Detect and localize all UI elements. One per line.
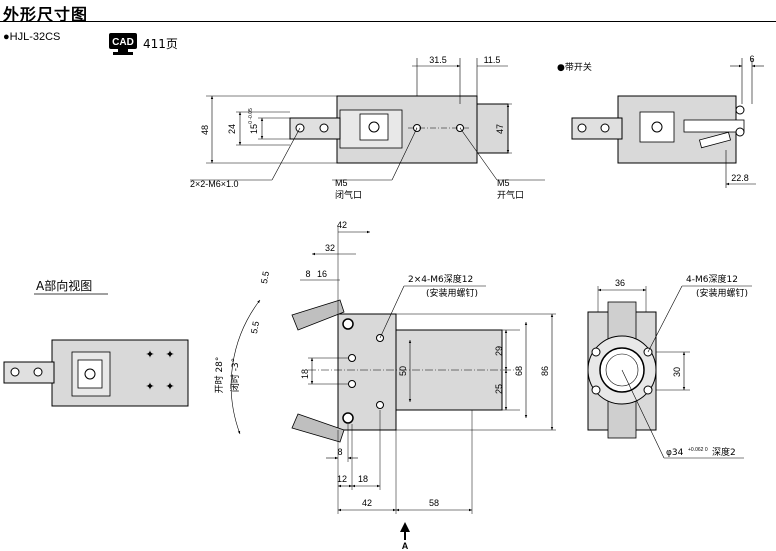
callout-main-holes-note: (安装用螺钉) bbox=[426, 287, 478, 299]
dim-main-58: 58 bbox=[429, 498, 439, 508]
top-view: 31.5 11.5 48 24 15 0 -0.05 47 2×2-M6×1.0… bbox=[190, 55, 545, 201]
dim-main-68: 68 bbox=[514, 366, 524, 376]
side-view-title: A部向视图 bbox=[36, 278, 92, 293]
title-divider bbox=[0, 21, 776, 22]
switch-sensor bbox=[683, 119, 745, 133]
dim-11-5: 11.5 bbox=[484, 55, 501, 65]
dim-48: 48 bbox=[200, 125, 210, 135]
switch-finger bbox=[571, 117, 623, 140]
callout-close-port: 闭气口 bbox=[335, 189, 362, 201]
dim-main-16: 16 bbox=[317, 269, 327, 279]
callout-bore-dia: φ34 bbox=[666, 448, 684, 458]
main-view: 42 32 8 16 5.5 5.5 开时 28° 闭时 -3° 18 50 2… bbox=[213, 220, 556, 551]
callout-bore-depth: 深度2 bbox=[712, 446, 736, 458]
end-view: 36 30 4-M6深度12 (安装用螺钉) φ34 +0.062 0 深度2 bbox=[587, 273, 752, 459]
view-arrow-a bbox=[400, 522, 410, 540]
dim-47: 47 bbox=[495, 124, 505, 134]
callout-main-holes: 2×4-M6深度12 bbox=[408, 273, 473, 285]
view-arrow-label: A bbox=[402, 541, 409, 551]
side-finger bbox=[3, 361, 55, 384]
main-body bbox=[337, 313, 397, 431]
dim-end-30: 30 bbox=[672, 367, 682, 377]
dim-main-25: 25 bbox=[494, 384, 504, 394]
dim-31-5: 31.5 bbox=[429, 55, 447, 65]
switch-view: ●带开关 6 22.8 bbox=[557, 54, 764, 188]
cad-badge-text: CAD bbox=[112, 37, 134, 48]
callout-open-port: 开气口 bbox=[497, 189, 524, 201]
callout-m5-open: M5 bbox=[497, 178, 510, 188]
dim-main-8-top: 8 bbox=[305, 269, 310, 279]
callout-end-holes-note: (安装用螺钉) bbox=[696, 287, 748, 299]
dim-end-36: 36 bbox=[615, 278, 625, 288]
dim-24: 24 bbox=[227, 124, 237, 134]
model-label: ●HJL-32CS bbox=[3, 31, 61, 43]
main-jaw-upper bbox=[291, 299, 345, 331]
cad-monitor-icon[interactable]: CAD bbox=[108, 32, 138, 56]
cad-page-ref[interactable]: 411页 bbox=[143, 37, 178, 51]
dim-main-32: 32 bbox=[325, 243, 335, 253]
top-pin bbox=[368, 121, 380, 133]
svg-text:✦: ✦ bbox=[145, 349, 154, 361]
dim-switch-22-8: 22.8 bbox=[731, 173, 749, 183]
top-link bbox=[359, 113, 389, 141]
dim-main-5-5-b: 5.5 bbox=[249, 320, 261, 334]
svg-text:✦: ✦ bbox=[165, 349, 174, 361]
svg-text:✦: ✦ bbox=[145, 381, 154, 393]
top-finger bbox=[289, 117, 341, 140]
dim-main-18-bottom: 18 bbox=[358, 474, 368, 484]
dim-main-5-5-a: 5.5 bbox=[259, 270, 271, 284]
dim-main-12: 12 bbox=[337, 474, 347, 484]
dim-switch-6: 6 bbox=[749, 54, 754, 64]
dim-main-42-bottom: 42 bbox=[362, 498, 372, 508]
switch-label: ●带开关 bbox=[557, 61, 592, 73]
callout-holes-top: 2×2-M6×1.0 bbox=[190, 179, 239, 189]
dim-main-8-bottom: 8 bbox=[337, 447, 342, 457]
main-jaw-lower bbox=[291, 413, 345, 443]
dim-open-angle: 开时 28° bbox=[213, 357, 225, 394]
dim-close-angle: 闭时 -3° bbox=[229, 358, 241, 392]
dim-main-29: 29 bbox=[494, 346, 504, 356]
side-view-a: A部向视图 ✦ ✦ ✦ ✦ bbox=[3, 278, 189, 407]
callout-m5-close: M5 bbox=[335, 178, 348, 188]
dim-main-86: 86 bbox=[540, 366, 550, 376]
dim-main-42: 42 bbox=[337, 220, 347, 230]
top-finger-hole-2 bbox=[319, 123, 329, 133]
dim-main-50: 50 bbox=[398, 366, 408, 376]
callout-bore-tol: +0.062 0 bbox=[688, 447, 708, 453]
dim-main-18: 18 bbox=[300, 369, 310, 379]
dim-tol: 0 -0.05 bbox=[248, 108, 254, 124]
svg-text:✦: ✦ bbox=[165, 381, 174, 393]
callout-end-holes: 4-M6深度12 bbox=[686, 273, 738, 285]
dim-15: 15 bbox=[249, 124, 259, 134]
page-title: 外形尺寸图 bbox=[3, 5, 89, 24]
